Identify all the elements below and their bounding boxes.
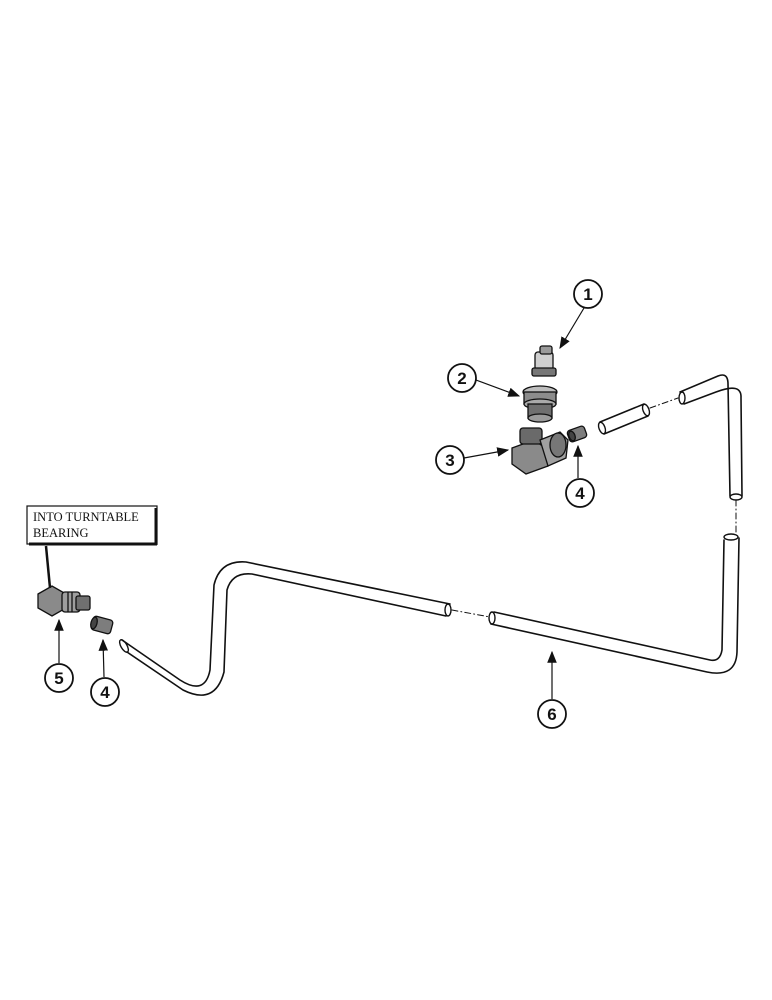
callout-2: 2 (447, 363, 521, 397)
callout-1: 1 (559, 279, 603, 350)
callout-5: 5 (44, 618, 74, 693)
callout-4-upper: 4 (565, 444, 595, 508)
callout-5-label: 5 (54, 669, 63, 688)
grease-fitting-part (531, 345, 557, 377)
turntable-note: INTO TURNTABLE BEARING (26, 505, 158, 589)
elbow-fitting-part (511, 427, 569, 475)
callout-6-label: 6 (547, 705, 556, 724)
bulkhead-adapter-part (522, 385, 558, 423)
note-line-2: BEARING (33, 526, 89, 540)
tube-connector-lower-part (90, 615, 114, 635)
callout-4-lower: 4 (90, 638, 120, 707)
callout-3-label: 3 (445, 451, 454, 470)
callout-2-label: 2 (457, 369, 466, 388)
callout-2-leader (475, 379, 521, 397)
callout-4-lower-leader (98, 638, 109, 678)
callout-1-label: 1 (583, 285, 592, 304)
callout-6: 6 (537, 650, 567, 729)
callout-3-leader (463, 447, 510, 459)
note-line-1: INTO TURNTABLE (33, 510, 139, 524)
callout-3: 3 (435, 445, 510, 475)
callout-4-lower-label: 4 (100, 683, 110, 702)
callout-4-upper-label: 4 (575, 484, 585, 503)
grease-tube (118, 374, 743, 696)
callout-1-leader (559, 307, 585, 350)
bearing-fitting-part (37, 585, 91, 617)
note-leader (44, 545, 52, 589)
tube-connector-upper-part (566, 425, 588, 443)
